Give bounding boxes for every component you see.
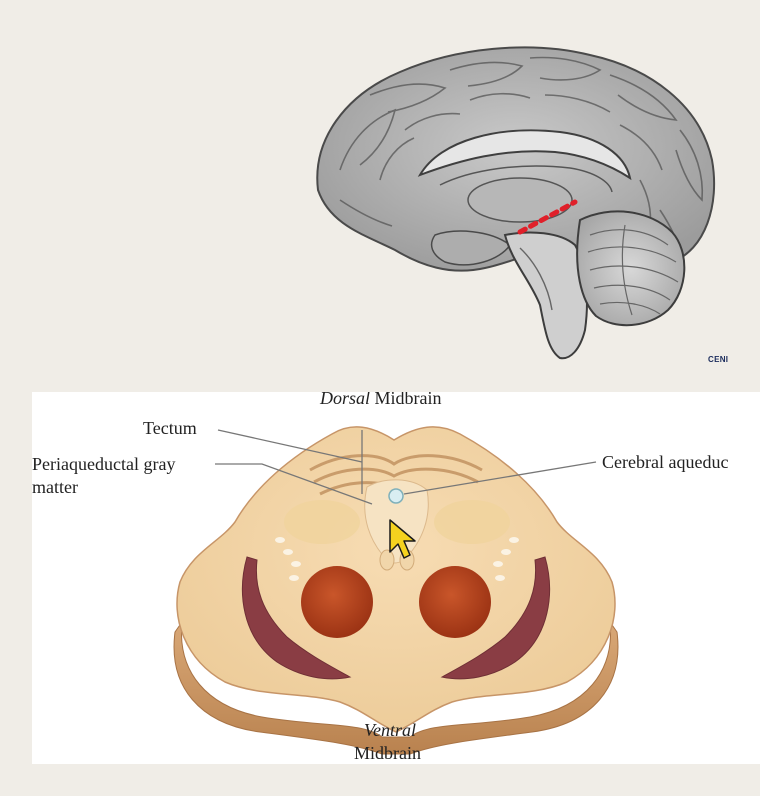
red-nucleus-left	[301, 566, 373, 638]
pag-leader	[215, 463, 373, 505]
cerebral-aqueduct-label: Cerebral aqueduc	[602, 452, 729, 472]
red-nucleus-right	[419, 566, 491, 638]
image-credit: CENI	[708, 355, 729, 364]
pag-label-line1: Periaqueductal gray	[32, 454, 176, 474]
substantia-nigra-right	[440, 556, 550, 680]
ventral-midbrain-label: Midbrain	[354, 743, 421, 763]
substantia-nigra-left	[242, 556, 352, 680]
pag-label-line2: matter	[32, 477, 78, 497]
section-plane-marker	[517, 199, 578, 235]
dorsal-midbrain-label: Dorsal Midbrain	[320, 392, 442, 408]
ventral-word-label: Ventral	[364, 720, 416, 740]
arrow-pointer-icon	[389, 519, 416, 559]
aqueduct-leader	[403, 461, 597, 495]
tectum-leader	[217, 429, 363, 463]
thalamus	[467, 177, 573, 223]
cerebral-aqueduct	[388, 488, 404, 504]
midbrain-cross-section: Dorsal Midbrain Tectum Periaqueductal gr…	[32, 392, 760, 764]
brainstem	[503, 231, 588, 360]
corpus-callosum	[417, 129, 632, 181]
cerebellum	[576, 210, 686, 327]
tectum-label: Tectum	[143, 418, 197, 438]
section-slab-edge	[173, 620, 619, 755]
sagittal-brain-figure: CENI	[0, 0, 760, 380]
